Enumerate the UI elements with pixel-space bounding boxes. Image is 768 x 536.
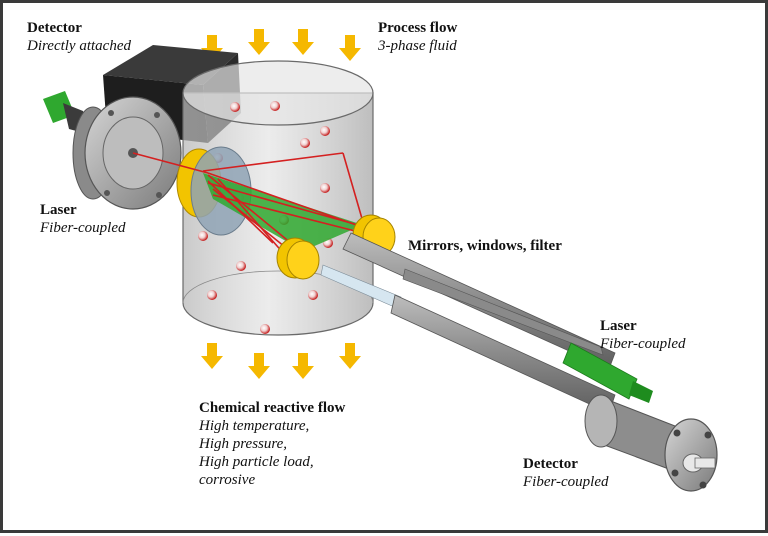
label-chemical-flow-line: High pressure, — [199, 436, 288, 452]
detector-canister — [584, 394, 718, 492]
label-detector-bottom-subtitle: Fiber-coupled — [523, 474, 609, 490]
measurement-setup-illustration — [43, 29, 718, 492]
laser-left-assembly — [43, 91, 182, 210]
label-process-flow: Process flow 3-phase fluid — [378, 19, 457, 55]
label-mirrors: Mirrors, windows, filter — [408, 237, 562, 255]
label-chemical-flow: Chemical reactive flow High temperature,… — [199, 399, 345, 489]
label-detector-top: Detector Directly attached — [27, 19, 131, 55]
label-laser-right-title: Laser — [600, 318, 637, 334]
label-laser-right-subtitle: Fiber-coupled — [600, 336, 686, 352]
label-chemical-flow-title: Chemical reactive flow — [199, 400, 346, 416]
label-detector-top-subtitle: Directly attached — [27, 38, 131, 54]
label-process-flow-title: Process flow — [378, 20, 458, 36]
label-laser-right: Laser Fiber-coupled — [600, 317, 686, 353]
label-chemical-flow-line: High particle load, — [199, 454, 314, 470]
label-laser-left-title: Laser — [40, 202, 77, 218]
label-laser-left-subtitle: Fiber-coupled — [40, 220, 126, 236]
laser-right-fiber — [562, 342, 653, 403]
label-mirrors-title: Mirrors, windows, filter — [408, 238, 562, 254]
label-chemical-flow-line: High temperature, — [199, 418, 310, 434]
label-detector-bottom: Detector Fiber-coupled — [523, 455, 609, 491]
reactive-flow-arrows — [201, 343, 361, 379]
label-detector-top-title: Detector — [27, 20, 82, 36]
label-detector-bottom-title: Detector — [523, 456, 578, 472]
probe-rods — [320, 232, 616, 414]
label-process-flow-subtitle: 3-phase fluid — [378, 38, 457, 54]
label-chemical-flow-line: corrosive — [199, 472, 256, 488]
right-mirrors — [276, 214, 396, 280]
label-laser-left: Laser Fiber-coupled — [40, 201, 126, 237]
